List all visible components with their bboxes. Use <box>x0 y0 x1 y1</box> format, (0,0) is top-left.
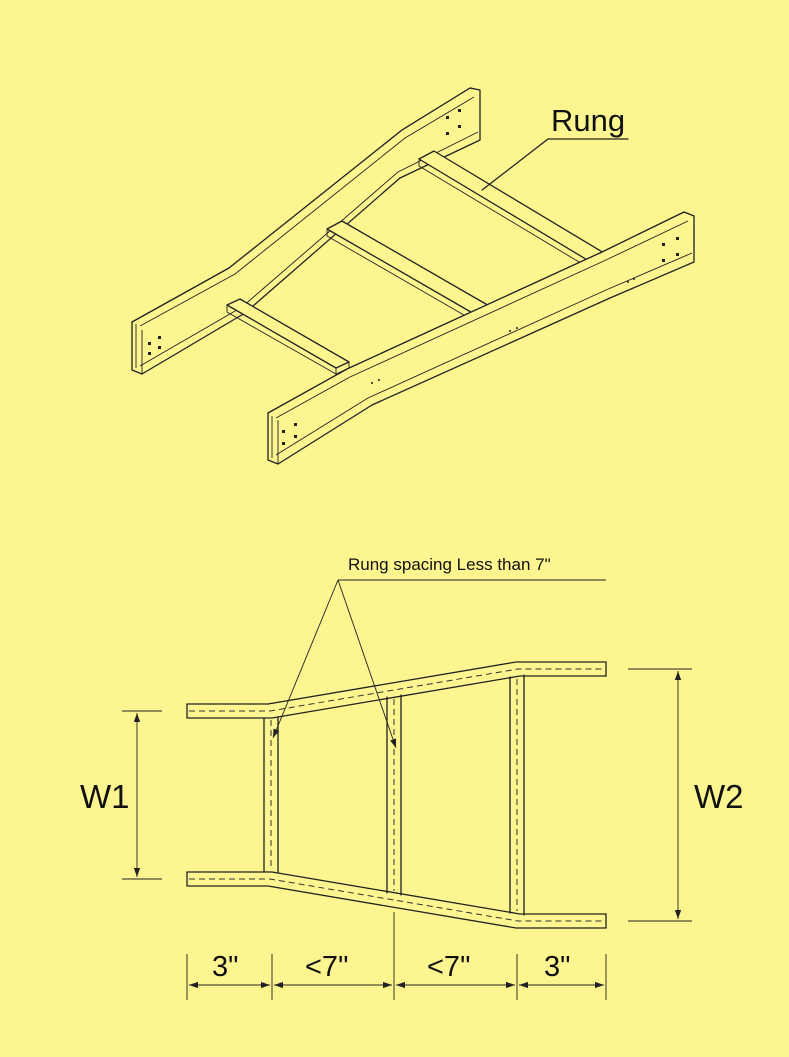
dim-label-spacing-1: <7" <box>305 951 348 983</box>
note-leader-right <box>337 579 397 749</box>
spacing-dimensions: 3" <7" <7" 3" <box>186 912 607 1000</box>
dim-label-right-3in: 3" <box>544 951 570 983</box>
iso-rung-2 <box>326 220 492 323</box>
iso-right-rail <box>267 211 695 465</box>
rung-spacing-note: Rung spacing Less than 7" <box>348 555 551 574</box>
dim-label-left-3in: 3" <box>212 951 238 983</box>
iso-left-rail <box>131 87 481 375</box>
note-leader-left <box>272 579 339 739</box>
plan-view: Rung spacing Less than 7" W1 W2 <box>80 555 744 1000</box>
rung-leader-line <box>481 138 629 191</box>
plan-rung-2 <box>386 694 402 896</box>
iso-rung-1 <box>226 298 350 375</box>
plan-rung-3 <box>509 674 525 916</box>
w1-label: W1 <box>80 778 130 815</box>
w2-label: W2 <box>694 778 744 815</box>
plan-top-rail <box>186 661 607 719</box>
plan-rung-1 <box>263 716 279 873</box>
w1-dimension: W1 <box>80 710 162 880</box>
isometric-view: Rung <box>131 87 695 465</box>
w2-dimension: W2 <box>628 668 744 922</box>
iso-rung-3 <box>418 150 615 275</box>
dim-label-spacing-2: <7" <box>427 951 470 983</box>
plan-bottom-rail <box>186 871 607 929</box>
rung-callout-label: Rung <box>551 103 625 138</box>
